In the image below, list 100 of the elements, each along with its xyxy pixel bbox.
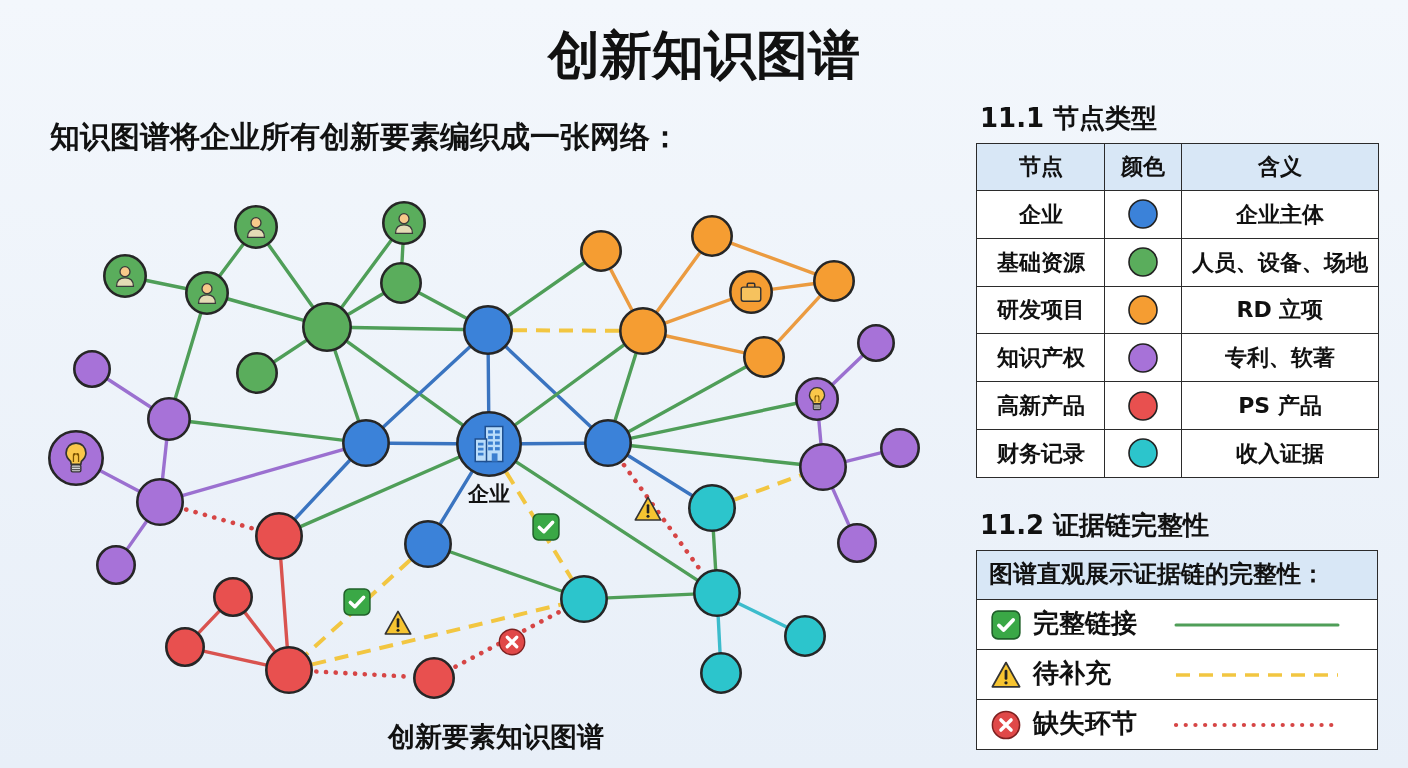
circle-node (265, 646, 313, 694)
dotted-connector (183, 507, 256, 531)
dotted-connector (453, 609, 563, 669)
connector-line (663, 297, 732, 325)
connector-line (831, 354, 864, 386)
table-cell: 知识产权 (976, 333, 1105, 382)
circle-node (255, 512, 303, 560)
connector-line (655, 251, 702, 314)
connector-line (844, 451, 883, 463)
section-heading: 11.1 节点类型 (980, 104, 1158, 134)
table-cell: RD 立项 (1181, 286, 1379, 334)
circle-node (729, 270, 773, 314)
connector-line (486, 353, 491, 413)
connector-line (333, 349, 361, 422)
circle-node (799, 443, 847, 491)
circle-node (560, 575, 608, 623)
connector-line (520, 441, 586, 446)
connector-line (346, 292, 385, 316)
table-cell: 人员、设备、场地 (1181, 238, 1379, 287)
connector-line (627, 365, 748, 434)
subtitle: 知识图谱将企业所有创新要素编织成一张网络： (50, 120, 680, 155)
connector-line (106, 377, 153, 409)
connector-line (664, 334, 746, 355)
connector-line (630, 444, 801, 466)
table-cell: 企业主体 (1181, 190, 1379, 239)
connector-line (243, 611, 277, 653)
circle-node (185, 271, 229, 315)
header-cell: 图谱直观展示证据链的完整性： (976, 550, 1378, 600)
table-cell: 基础资源 (976, 238, 1105, 287)
header-cell: 含义 (1181, 143, 1379, 191)
connector-line (381, 345, 472, 429)
connector-line (417, 291, 468, 320)
circle-node (584, 419, 632, 467)
connector-line (609, 267, 634, 312)
connector-line (626, 454, 694, 497)
legend-text: 缺失环节 (1033, 709, 1137, 739)
circle-node (743, 336, 785, 378)
table-cell: 财务记录 (976, 429, 1105, 478)
table-cell: 高新产品 (976, 381, 1105, 430)
circle-node (147, 397, 191, 441)
connector-line (771, 282, 815, 291)
connector-line (388, 441, 458, 446)
legend-text: 完整链接 (1033, 609, 1137, 639)
connector-line (189, 420, 344, 442)
circle-node (784, 615, 826, 657)
connector-line (716, 615, 722, 654)
connector-line (279, 558, 289, 648)
circle-node (234, 205, 278, 249)
circle-node (382, 201, 426, 245)
connector-line (345, 339, 464, 427)
circle-node (48, 430, 104, 486)
circle-node (813, 260, 855, 302)
connector-line (438, 470, 474, 526)
connector-line (506, 261, 586, 318)
table-cell: 专利、软著 (1181, 333, 1379, 382)
connector-line (817, 419, 823, 445)
connector-line (504, 345, 593, 429)
connector-line (613, 352, 638, 422)
connector-line (299, 455, 461, 529)
dashed-connector (311, 602, 562, 667)
circle-node (700, 652, 742, 694)
title: 创新知识图谱 (548, 26, 860, 86)
dashed-connector (305, 558, 412, 656)
connector-line (736, 601, 788, 629)
circle-node (165, 627, 205, 667)
circle-node (691, 215, 733, 257)
circle-node (693, 569, 741, 617)
connector-line (125, 520, 148, 551)
circle-node (880, 428, 920, 468)
connector-line (267, 243, 315, 309)
dashed-connector (504, 471, 574, 580)
circle-node (619, 307, 667, 355)
connector-line (448, 550, 564, 593)
circle-node (857, 324, 895, 362)
header-cell: 节点 (976, 143, 1105, 191)
connector-line (218, 243, 245, 277)
circle-node (73, 350, 111, 388)
header-cell: 颜色 (1104, 143, 1182, 191)
section-heading: 11.2 证据链完整性 (980, 511, 1210, 541)
table-cell: PS 产品 (1181, 381, 1379, 430)
connector-line (606, 592, 695, 600)
table-cell: 收入证据 (1181, 429, 1379, 478)
circle-node (413, 657, 455, 699)
circle-node (837, 523, 877, 563)
caption: 创新要素知识图谱 (388, 721, 604, 753)
circle-node (302, 302, 352, 352)
connector-line (293, 458, 352, 521)
connector-line (202, 649, 268, 667)
node-label: 企业 (468, 482, 510, 507)
connector-line (711, 530, 718, 571)
circle-node (380, 262, 422, 304)
circle-node (236, 352, 278, 394)
circle-node (463, 305, 513, 355)
connector-line (340, 239, 393, 309)
table-cell: 研发项目 (976, 286, 1105, 334)
circle-node (688, 484, 736, 532)
connector-line (776, 294, 822, 344)
connector-line (226, 297, 305, 322)
circle-node (580, 230, 622, 272)
connector-line (514, 460, 699, 582)
